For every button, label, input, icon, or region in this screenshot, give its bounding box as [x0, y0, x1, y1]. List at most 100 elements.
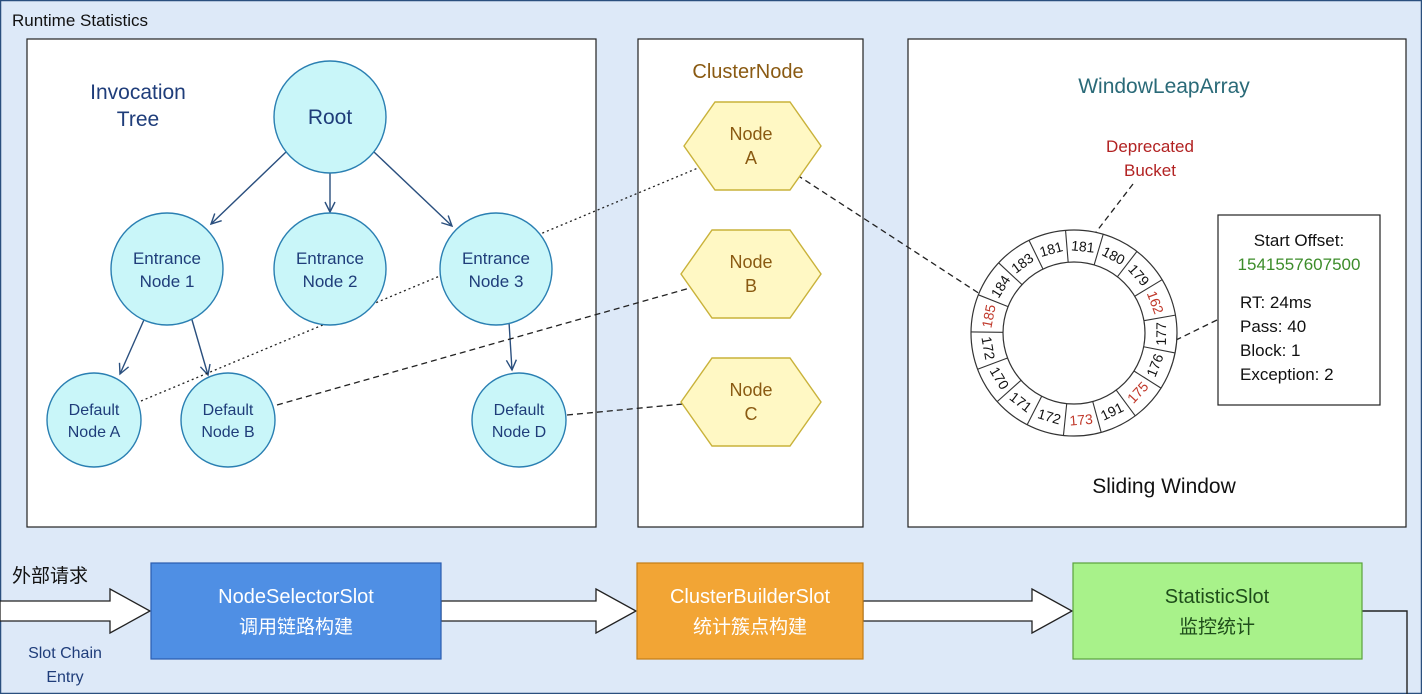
svg-text:Default: Default — [494, 402, 545, 419]
ring-bucket-label: 173 — [1069, 411, 1094, 429]
tree-title-line1: Invocation — [90, 81, 186, 104]
ring-bucket-label: 181 — [1038, 238, 1065, 260]
deprecated-bucket-line1: Deprecated — [1106, 137, 1194, 156]
entrance-node-1: Entrance Node 1 — [110, 212, 224, 326]
svg-text:监控统计: 监控统计 — [1179, 616, 1255, 638]
svg-text:A: A — [745, 148, 757, 168]
svg-text:Entrance: Entrance — [133, 249, 201, 268]
svg-text:Root: Root — [308, 106, 353, 129]
ring-bucket-label: 181 — [1070, 237, 1095, 255]
svg-text:NodeSelectorSlot: NodeSelectorSlot — [218, 586, 374, 608]
sliding-window-caption: Sliding Window — [1092, 475, 1236, 498]
arrow-selector-to-builder — [440, 587, 638, 635]
edge-root-entrance1 — [209, 151, 287, 226]
svg-text:统计簇点构建: 统计簇点构建 — [693, 616, 807, 638]
svg-text:Default: Default — [69, 402, 120, 419]
svg-text:StatisticSlot: StatisticSlot — [1165, 586, 1270, 608]
svg-text:Node A: Node A — [68, 424, 121, 441]
entrance-node-3: Entrance Node 3 — [439, 212, 553, 326]
ring-divider — [1134, 279, 1163, 297]
ring-divider — [1028, 240, 1044, 270]
entrance-node-2: Entrance Node 2 — [273, 212, 387, 326]
stat-rt: RT: 24ms — [1240, 293, 1312, 312]
ring-divider — [1092, 401, 1102, 433]
root-node: Root — [273, 60, 387, 174]
default-node-a: Default Node A — [46, 372, 142, 468]
cluster-node-c: Node C — [680, 357, 822, 447]
link-lines — [140, 167, 1218, 416]
svg-text:Node B: Node B — [201, 424, 254, 441]
chain-arrows — [0, 587, 1074, 635]
stat-block: Block: 1 — [1240, 341, 1300, 360]
sliding-window-ring: 1621771761751911731721711701721851841831… — [970, 229, 1178, 437]
ring-dividers — [970, 230, 1176, 436]
ring-divider — [1065, 230, 1069, 263]
svg-text:B: B — [745, 276, 757, 296]
cluster-node-a: Node A — [683, 101, 822, 191]
ring-divider — [977, 357, 1008, 370]
ring-divider — [996, 379, 1022, 403]
edge-entrance1-defaultA — [118, 312, 148, 376]
link-stats-bucket — [1175, 319, 1218, 341]
svg-text:Node: Node — [729, 252, 772, 272]
svg-text:Node 1: Node 1 — [140, 272, 195, 291]
deprecated-bucket-line2: Bucket — [1124, 161, 1176, 180]
node-selector-slot: NodeSelectorSlot 调用链路构建 — [150, 562, 442, 660]
svg-text:Node: Node — [729, 380, 772, 400]
cluster-node-title: ClusterNode — [692, 61, 803, 83]
edge-entrance1-defaultB — [189, 312, 211, 377]
external-request-label: 外部请求 — [12, 565, 88, 587]
ring-bucket-label: 185 — [979, 303, 999, 329]
svg-text:Node 2: Node 2 — [303, 272, 358, 291]
svg-text:Entrance: Entrance — [296, 249, 364, 268]
ring-divider — [1143, 314, 1176, 322]
svg-text:Node 3: Node 3 — [469, 272, 524, 291]
default-node-b: Default Node B — [180, 372, 276, 468]
link-defaultA-nodeA — [140, 167, 699, 402]
bucket-stats-box: Start Offset: 1541557607500 RT: 24ms Pas… — [1217, 214, 1381, 406]
link-nodeA-window — [796, 174, 981, 295]
slot-chain-entry-line1: Slot Chain — [28, 645, 102, 662]
svg-text:Node: Node — [729, 124, 772, 144]
svg-text:C: C — [745, 404, 758, 424]
svg-text:ClusterBuilderSlot: ClusterBuilderSlot — [670, 586, 831, 608]
tree-title-line2: Tree — [117, 108, 159, 131]
ring-divider — [1093, 234, 1104, 266]
edge-entrance3-defaultD — [505, 321, 518, 372]
default-node-d: Default Node D — [471, 372, 567, 468]
frame-title: Runtime Statistics — [12, 11, 148, 30]
ring-divider — [1116, 251, 1138, 278]
svg-text:Entrance: Entrance — [462, 249, 530, 268]
ring-bucket-label: 172 — [1036, 405, 1063, 427]
link-deprecated-bucket — [1089, 183, 1134, 241]
ring-divider — [998, 262, 1023, 286]
window-leap-array-title: WindowLeapArray — [1078, 75, 1250, 98]
ring-bucket-label: 172 — [978, 335, 998, 361]
ring-divider — [1115, 389, 1136, 417]
ring-divider — [1026, 395, 1043, 425]
entry-arrow — [0, 587, 152, 635]
statistic-slot: StatisticSlot 监控统计 — [1072, 562, 1363, 660]
slot-chain-entry-line2: Entry — [46, 669, 83, 686]
svg-text:Node D: Node D — [492, 424, 546, 441]
ring-divider — [1062, 403, 1068, 436]
svg-text:调用链路构建: 调用链路构建 — [239, 616, 353, 638]
ring-divider — [978, 294, 1009, 308]
cluster-builder-slot: ClusterBuilderSlot 统计簇点构建 — [636, 562, 864, 660]
start-offset-value: 1541557607500 — [1238, 255, 1361, 274]
edge-root-entrance3 — [373, 151, 454, 228]
ring-bucket-label: 177 — [1153, 322, 1169, 346]
ring-bucket-label: 162 — [1144, 289, 1167, 317]
arrow-builder-to-statistic — [862, 587, 1074, 635]
cluster-node-b: Node B — [680, 229, 822, 319]
stat-exception: Exception: 2 — [1240, 365, 1334, 384]
start-offset-label: Start Offset: — [1254, 231, 1344, 250]
tree-edges — [118, 151, 518, 377]
stat-pass: Pass: 40 — [1240, 317, 1306, 336]
link-defaultB-nodeB — [276, 285, 698, 406]
statistic-exit-line — [1362, 610, 1408, 694]
svg-text:Default: Default — [203, 402, 254, 419]
ring-divider — [1143, 346, 1176, 354]
